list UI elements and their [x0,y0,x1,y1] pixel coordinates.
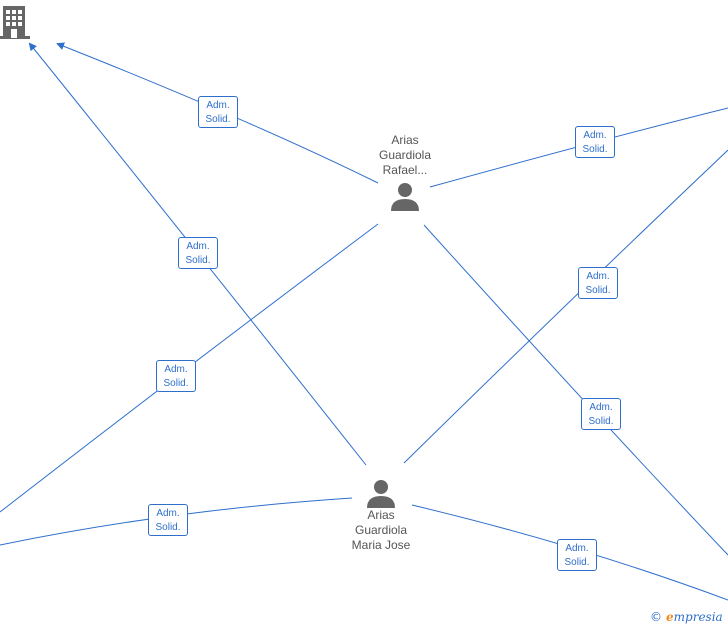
edge-label-line: Solid. [163,378,189,389]
edge-label-line: Solid. [155,522,181,533]
brand-first-letter: e [666,610,674,624]
person-name-line: Arias [367,508,395,522]
edge-label[interactable]: Adm. Solid. [575,126,615,158]
edge-mariajose-right-top[interactable] [403,149,728,464]
edge-label[interactable]: Adm. Solid. [578,267,618,299]
person-node-rafael[interactable]: Arias Guardiola Rafael... [350,133,460,211]
edge-rafael-bottom-right[interactable] [423,224,728,556]
brand-name: mpresia [673,610,723,624]
edge-label[interactable]: Adm. Solid. [178,237,218,269]
edge-label-line: Solid. [185,255,211,266]
copyright-symbol: © [650,610,662,624]
person-icon [367,480,395,508]
edge-label[interactable]: Adm. Solid. [198,96,238,128]
person-name-line: Guardiola [354,523,408,537]
company-node[interactable] [0,4,32,45]
edge-label[interactable]: Adm. Solid. [156,360,196,392]
edge-label-line: Adm. [186,241,210,252]
person-name-line: Rafael... [382,163,428,177]
edge-label-line: Adm. [565,543,589,554]
edge-label-line: Adm. [589,402,613,413]
edge-label-line: Solid. [588,416,614,427]
empresia-logo[interactable]: © empresia [650,610,723,624]
edge-label-line: Adm. [583,130,607,141]
building-icon [0,6,30,39]
person-name-line: Guardiola [378,148,432,162]
person-name-line: Maria Jose [351,538,411,552]
person-name-line: Arias [391,133,419,147]
edge-label-line: Solid. [585,285,611,296]
edge-label-line: Adm. [586,271,610,282]
edge-label-line: Adm. [164,364,188,375]
edge-label[interactable]: Adm. Solid. [557,539,597,571]
edge-label-line: Solid. [564,557,590,568]
person-icon [391,183,419,211]
edge-label-line: Adm. [206,100,230,111]
person-node-mariajose[interactable]: Arias Guardiola Maria Jose [326,478,436,553]
edge-label-line: Solid. [582,144,608,155]
edge-label[interactable]: Adm. Solid. [581,398,621,430]
edge-label[interactable]: Adm. Solid. [148,504,188,536]
edge-label-line: Adm. [156,508,180,519]
edge-label-line: Solid. [205,114,231,125]
